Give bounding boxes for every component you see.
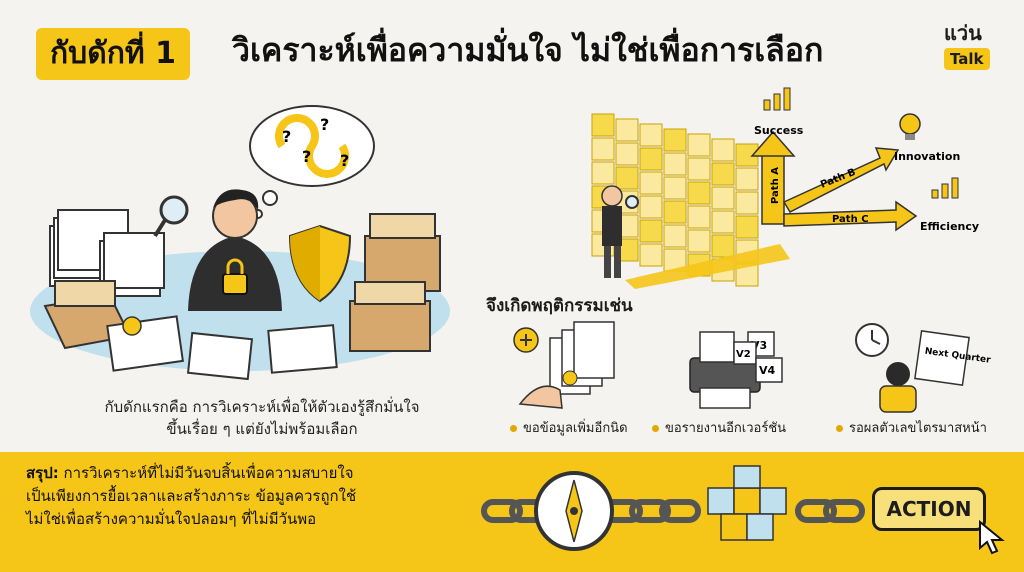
path-arrow-a: Path A [750, 130, 796, 225]
summary-label: สรุป: [26, 464, 59, 482]
clock-icon [855, 323, 889, 357]
summary-line-1: การวิเคราะห์ที่ไม่มีวันจบสิ้นเพื่อความสบ… [63, 464, 354, 482]
document-stack-icon [49, 209, 165, 297]
data-cube [639, 219, 663, 243]
question-mark: ? [282, 127, 291, 146]
behavior-item: ขอรายงานอีกเวอร์ชัน [652, 420, 786, 438]
data-cube [663, 176, 687, 200]
data-cube [663, 200, 687, 224]
page-title: วิเคราะห์เพื่อความมั่นใจ ไม่ใช่เพื่อการเ… [232, 31, 824, 69]
data-cube [639, 195, 663, 219]
compass-icon [534, 471, 614, 551]
data-cube [615, 142, 639, 166]
magnifying-glass-icon [153, 195, 189, 238]
calendar-icon: Next Quarter [914, 330, 992, 386]
data-cube [663, 224, 687, 248]
add-data-documents-icon [513, 321, 615, 409]
action-button[interactable]: ACTION [872, 487, 986, 531]
data-cube [639, 147, 663, 171]
bullet-icon [652, 425, 659, 432]
summary-line-3: ไม่ใช่เพื่อสร้างความมั่นใจปลอมๆ ที่ไม่มี… [26, 510, 317, 528]
data-cube [735, 167, 759, 191]
bullet-icon [836, 425, 843, 432]
trap-number-tag: กับดักที่ 1 [36, 28, 190, 80]
behavior-icons: V3 V2 V4 Next Quarter [513, 321, 992, 413]
data-cube [639, 243, 663, 267]
path-arrow-b: Path B [782, 147, 900, 213]
outcome-label: Efficiency [920, 220, 979, 233]
data-cube [711, 138, 735, 162]
data-cube [663, 128, 687, 152]
outcome-label: Success [754, 124, 804, 137]
behavior-item: ขอข้อมูลเพิ่มอีกนิด [510, 420, 628, 438]
behavior-item: รอผลตัวเลขไตรมาสหน้า [836, 420, 987, 438]
data-cube [687, 181, 711, 205]
path-label: Path C [832, 214, 869, 225]
lock-icon [222, 258, 248, 295]
data-cube [735, 215, 759, 239]
growth-chart-icon [763, 87, 791, 111]
question-mark: ? [320, 115, 329, 134]
archive-box-icon [349, 213, 441, 352]
question-mark: ? [302, 147, 311, 166]
data-cube [711, 162, 735, 186]
data-cube [687, 229, 711, 253]
logo-badge: Talk [944, 48, 990, 70]
caption-line-2: ขึ้นเรื่อย ๆ แต่ยังไม่พร้อมเลือก [166, 420, 358, 438]
decision-paths-illustration: Path A Path B Path C Success Innovation … [591, 87, 979, 289]
bullet-icon [510, 425, 517, 432]
data-cube [639, 123, 663, 147]
data-cube [711, 186, 735, 210]
version-label: V2 [736, 349, 751, 360]
analyst-figure [601, 185, 639, 278]
data-cube [591, 137, 615, 161]
printer-icon: V3 V2 V4 [689, 331, 783, 409]
growth-chart-icon [931, 177, 959, 199]
data-cube [639, 171, 663, 195]
data-cube [591, 161, 615, 185]
worried-person [188, 189, 282, 311]
data-cube [735, 191, 759, 215]
lightbulb-icon [899, 113, 921, 140]
infinity-loop-icon [275, 114, 349, 178]
question-mark: ? [340, 151, 349, 170]
summary-line-2: เป็นเพียงการยื้อเวลาและสร้างภาระ ข้อมูลค… [26, 487, 357, 505]
data-cube [663, 152, 687, 176]
overwhelmed-analyst-illustration: ? ? ? ? [30, 105, 450, 381]
outcome-label: Innovation [894, 150, 960, 163]
data-cube [687, 133, 711, 157]
mouse-cursor-icon [979, 520, 1005, 555]
logo-word: แว่น [944, 21, 982, 45]
data-cube [591, 113, 615, 137]
floor-path [625, 244, 790, 289]
waiting-person [879, 362, 917, 413]
version-label: V4 [759, 364, 776, 377]
data-cube [711, 210, 735, 234]
path-arrow-c: Path C [783, 200, 918, 232]
data-cubes-icon [707, 465, 787, 541]
data-cube [687, 157, 711, 181]
thought-bubble: ? ? ? ? [249, 105, 375, 219]
path-label: Path A [770, 167, 781, 204]
data-cube [687, 205, 711, 229]
magnifying-glass-icon [625, 195, 639, 209]
shield-icon [288, 224, 352, 303]
report-papers-icon [106, 315, 338, 381]
data-cube [615, 166, 639, 190]
brand-logo: แว่น Talk [944, 22, 1000, 70]
chain-illustration [481, 465, 865, 551]
summary-text: สรุป: การวิเคราะห์ที่ไม่มีวันจบสิ้นเพื่อ… [26, 462, 456, 531]
behaviors-title: จึงเกิดพฤติกรรมเช่น [486, 296, 633, 316]
caption-line-1: กับดักแรกคือ การวิเคราะห์เพื่อให้ตัวเองร… [104, 398, 420, 416]
data-cube [711, 234, 735, 258]
data-cube [615, 118, 639, 142]
left-caption: กับดักแรกคือ การวิเคราะห์เพื่อให้ตัวเองร… [72, 396, 452, 440]
